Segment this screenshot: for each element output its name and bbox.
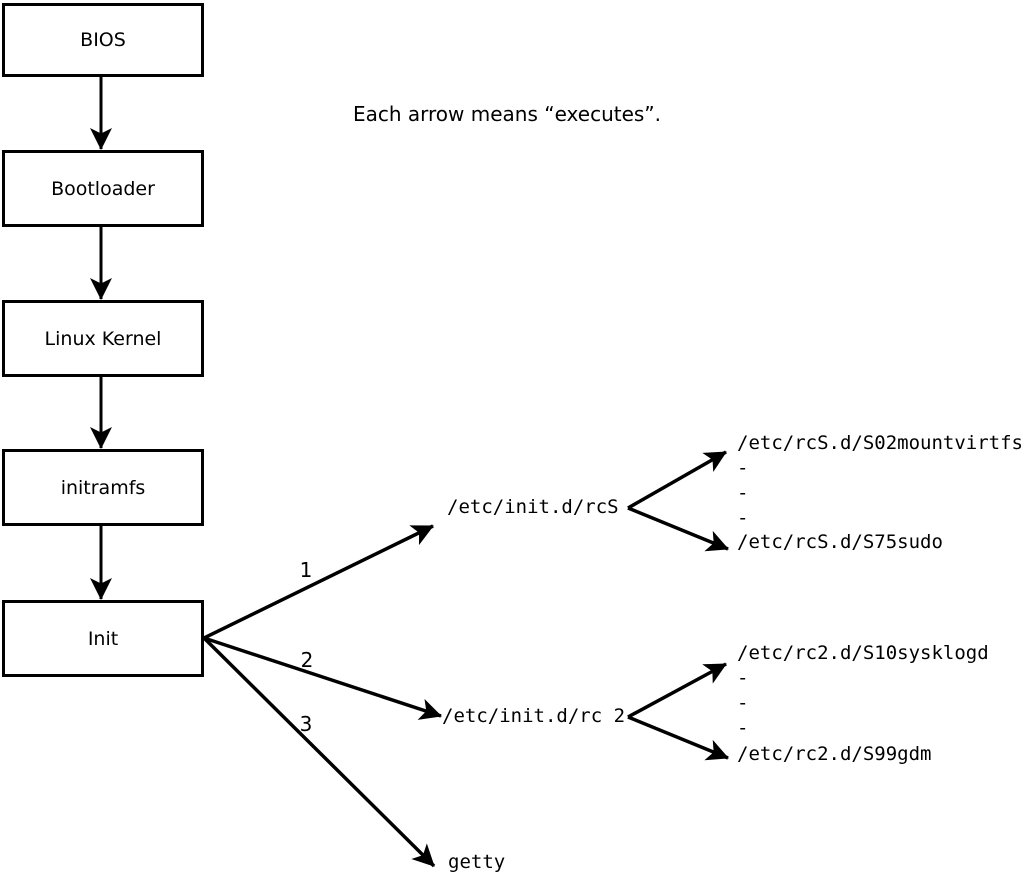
box-linux-kernel [2, 300, 204, 377]
script-path-s75sudo: /etc/rcS.d/S75sudo [737, 531, 943, 553]
arrow-rc2-to-s10sysklogd-icon [627, 662, 727, 719]
script-path-getty: getty [448, 851, 505, 873]
box-init-label: Init [88, 628, 118, 650]
ellipsis-dash: - [737, 692, 748, 714]
script-path-s02mountvirtfs: /etc/rcS.d/S02mountvirtfs [737, 432, 1023, 454]
legend-note: Each arrow means “executes”. [353, 102, 661, 126]
order-label-1: 1 [300, 558, 313, 582]
arrow-init-to-rcs-icon [203, 524, 434, 640]
arrow-init-to-rc2-icon [203, 636, 442, 720]
ellipsis-dash: - [737, 667, 748, 689]
box-bios-label: BIOS [80, 29, 126, 51]
box-initramfs-label: initramfs [61, 477, 146, 499]
ellipsis-dash: - [737, 457, 748, 479]
ellipsis-dash: - [737, 482, 748, 504]
arrow-rcs-to-s75sudo-icon [627, 506, 729, 552]
order-label-3: 3 [300, 712, 313, 736]
arrow-init-to-getty-icon [202, 636, 436, 868]
ellipsis-dash: - [737, 717, 748, 739]
box-bootloader-label: Bootloader [51, 178, 155, 200]
ellipsis-dash: - [737, 507, 748, 529]
box-linux-kernel-label: Linux Kernel [45, 328, 162, 350]
script-path-rcs: /etc/init.d/rcS [447, 496, 619, 518]
box-bios [2, 3, 204, 77]
script-path-s99gdm: /etc/rc2.d/S99gdm [737, 743, 931, 765]
script-path-rc2: /etc/init.d/rc 2 [442, 705, 625, 727]
order-label-2: 2 [301, 648, 314, 672]
arrow-rc2-to-s99gdm-icon [627, 715, 729, 761]
arrow-rcs-to-s02mountvirtfs-icon [627, 450, 727, 510]
box-bootloader [2, 150, 204, 227]
box-initramfs [2, 449, 204, 526]
box-init [2, 600, 204, 677]
script-path-s10sysklogd: /etc/rc2.d/S10sysklogd [737, 642, 989, 664]
